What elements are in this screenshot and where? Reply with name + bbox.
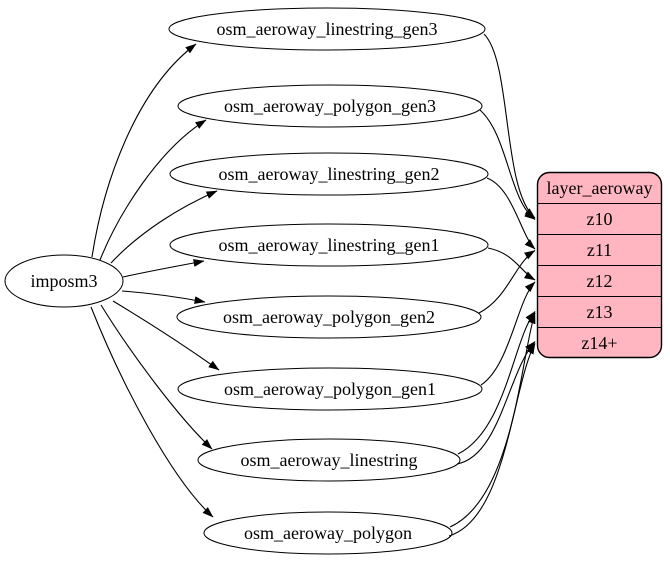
imposm3-label: imposm3 [30,271,97,291]
edge-osm_aeroway_linestring_gen1-to-z12 [487,247,536,281]
table-ellipse [169,152,489,196]
edge-imposm3-to-osm_aeroway_polygon [90,306,214,518]
edge-osm_aeroway_linestring-to-z14+ [456,341,536,465]
edge-imposm3-to-osm_aeroway_polygon_gen1 [112,300,220,371]
edge-osm_aeroway_polygon_gen3-to-z10 [479,109,536,220]
table-ellipse [177,367,483,411]
edge-imposm3-to-osm_aeroway_linestring_gen3 [91,43,197,258]
node-osm_aeroway_linestring_gen1: osm_aeroway_linestring_gen1 [169,223,489,267]
node-osm_aeroway_linestring_gen2: osm_aeroway_linestring_gen2 [169,152,489,196]
table-ellipse [176,295,482,339]
node-osm_aeroway_linestring_gen3: osm_aeroway_linestring_gen3 [168,7,486,51]
layer-row-z11: z11 [587,240,612,260]
edge-imposm3-to-osm_aeroway_polygon_gen2 [121,290,206,304]
table-label: osm_aeroway_linestring_gen2 [219,164,440,184]
edge-imposm3-to-osm_aeroway_linestring_gen1 [122,259,205,278]
layer-row-z10: z10 [587,209,613,229]
table-label: osm_aeroway_polygon_gen2 [223,307,435,327]
edges-layer [90,33,536,537]
node-osm_aeroway_polygon_gen1: osm_aeroway_polygon_gen1 [177,367,483,411]
node-layer_aeroway: layer_aeroway z10 z11 z12 z13 z14+ [536,171,663,359]
edge-osm_aeroway_linestring-to-z13 [457,311,536,455]
table-label: osm_aeroway_linestring [241,450,418,470]
edge-osm_aeroway_linestring_gen3-to-z10 [483,33,536,219]
layer-row-z12: z12 [587,271,613,291]
edge-imposm3-to-osm_aeroway_polygon_gen3 [99,119,207,261]
edge-osm_aeroway_polygon_gen1-to-z12 [480,281,536,386]
table-label: osm_aeroway_linestring_gen1 [219,235,440,255]
edge-imposm3-to-osm_aeroway_linestring_gen2 [110,190,218,264]
edge-osm_aeroway_polygon-to-z13 [449,312,536,528]
node-imposm3: imposm3 [4,254,124,308]
layer-row-z13: z13 [587,302,613,322]
nodes-layer: imposm3 osm_aeroway_linestring_gen3 osm_… [4,7,663,555]
table-ellipse [203,511,453,555]
layer-title: layer_aeroway [547,178,653,198]
table-ellipse [169,223,489,267]
edge-imposm3-to-osm_aeroway_linestring [100,304,213,450]
table-label: osm_aeroway_linestring_gen3 [217,19,438,39]
table-ellipse [177,84,483,128]
node-osm_aeroway_polygon_gen3: osm_aeroway_polygon_gen3 [177,84,483,128]
edge-osm_aeroway_polygon-to-z14+ [448,343,536,537]
layer-row-z14plus: z14+ [581,333,617,353]
table-ellipse [168,7,486,51]
node-osm_aeroway_polygon: osm_aeroway_polygon [203,511,453,555]
edge-osm_aeroway_polygon_gen2-to-z11 [478,250,536,314]
table-ellipse [197,438,461,482]
edge-osm_aeroway_linestring_gen2-to-z11 [486,177,536,250]
table-label: osm_aeroway_polygon_gen1 [224,379,436,399]
node-osm_aeroway_linestring: osm_aeroway_linestring [197,438,461,482]
table-label: osm_aeroway_polygon_gen3 [224,96,436,116]
table-label: osm_aeroway_polygon [244,523,412,543]
imposm3-ellipse [4,254,124,308]
node-osm_aeroway_polygon_gen2: osm_aeroway_polygon_gen2 [176,295,482,339]
